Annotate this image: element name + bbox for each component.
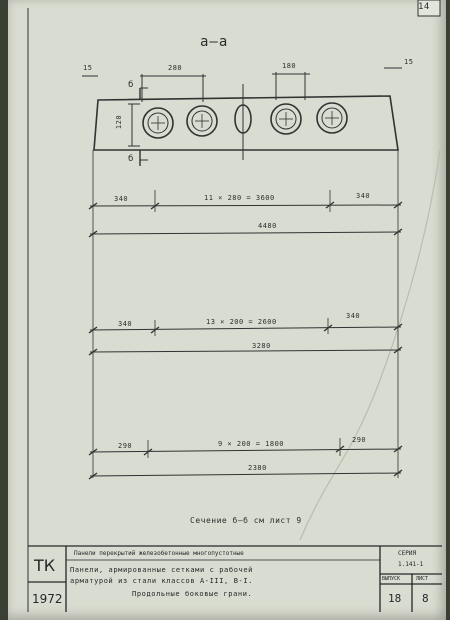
dim-label: 15 <box>404 58 414 66</box>
dim-line <box>89 472 402 477</box>
void-circle <box>234 104 252 134</box>
dim-ticks <box>88 201 403 480</box>
section-note: Сечение б–б см лист 9 <box>190 516 302 525</box>
page-number: 14 <box>418 2 430 12</box>
dim-label: 120 <box>115 114 124 130</box>
dim-label: 290 <box>352 436 367 444</box>
series-label: СЕРИЯ <box>398 550 417 557</box>
page-number-box <box>417 0 441 17</box>
title-block-line-4: Продольные боковые грани. <box>132 590 253 598</box>
title-block-line-1: Панели перекрытий железобетонные многопу… <box>74 550 244 557</box>
dim-label: 11 × 280 = 3600 <box>204 194 275 202</box>
dim-label: 15 <box>83 64 93 72</box>
issue-value: 18 <box>388 592 402 605</box>
title-block-line-2: Панели, армированные сетками с рабочей <box>70 566 253 574</box>
title-block-code: ТК <box>34 556 56 575</box>
title-block-lines <box>28 545 442 612</box>
section-title: а–а <box>200 34 229 50</box>
title-block-line-3: арматурой из стали классов А-III, В-I. <box>70 577 253 585</box>
section-mark-bottom: б <box>128 154 134 164</box>
dim-label: 340 <box>356 192 371 200</box>
paper-fold <box>299 149 441 541</box>
void-circle <box>316 102 348 134</box>
issue-label: ВЫПУСК <box>382 576 401 582</box>
dim-label: 9 × 200 = 1800 <box>218 440 285 448</box>
dim-label: 280 <box>168 64 183 72</box>
series-value: 1.141-1 <box>398 561 424 568</box>
dim-label: 340 <box>346 312 361 320</box>
void-circle <box>186 105 218 137</box>
void-circle-inner <box>321 107 343 129</box>
dim-label: 340 <box>118 320 133 328</box>
title-block-year: 1972 <box>32 592 63 606</box>
void-circle-inner <box>191 110 213 132</box>
dim-label: 4480 <box>258 222 277 230</box>
void-circle-inner <box>147 112 169 134</box>
dim-line <box>89 448 402 453</box>
void-circles <box>142 102 348 139</box>
void-crosshairs <box>151 111 339 130</box>
void-circle <box>270 103 302 135</box>
dim-line <box>89 204 402 207</box>
dim-label: 13 × 200 = 2600 <box>206 318 277 326</box>
dim-label: 180 <box>282 62 297 70</box>
dim-line <box>89 231 402 235</box>
section-mark-top: б <box>128 80 134 90</box>
drawing-sheet <box>8 0 446 620</box>
void-circle-inner <box>275 108 297 130</box>
dim-line <box>89 326 402 331</box>
void-circle <box>142 107 174 139</box>
dim-label: 2380 <box>248 464 267 472</box>
sheet-label: ЛИСТ <box>416 576 429 582</box>
sheet-value: 8 <box>422 592 429 605</box>
dim-line <box>89 349 402 353</box>
dim-label: 340 <box>114 195 129 203</box>
dim-label: 290 <box>118 442 133 450</box>
dim-label: 3280 <box>252 342 271 350</box>
